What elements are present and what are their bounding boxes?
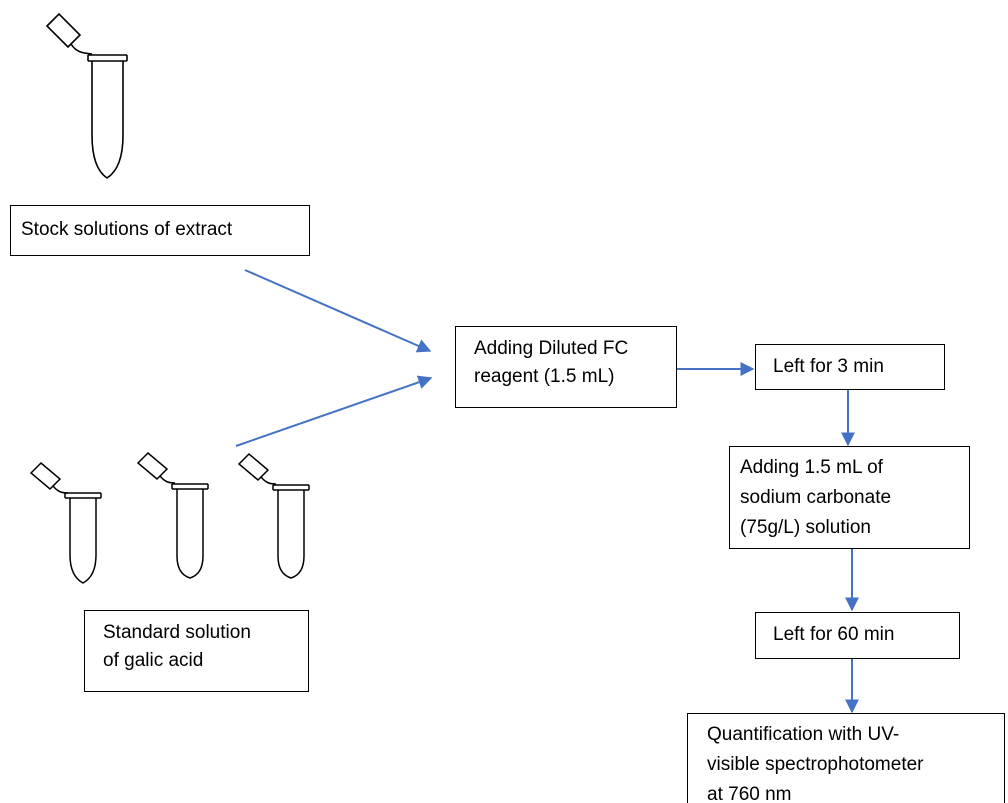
left-3-min-box: Left for 3 min (755, 344, 945, 390)
sodium-carbonate-label: Adding 1.5 mL of sodium carbonate (75g/L… (740, 457, 892, 538)
left-60-min-label: Left for 60 min (773, 624, 895, 645)
stock-solutions-label: Stock solutions of extract (21, 219, 233, 240)
left-60-min-box: Left for 60 min (755, 612, 960, 659)
quantification-label: Quantification with UV- visible spectrop… (707, 724, 924, 803)
quantification-box: Quantification with UV- visible spectrop… (687, 713, 1005, 803)
arrow-standard-to-fc (235, 375, 433, 447)
tube-icon (237, 452, 310, 579)
tube-icon (136, 451, 209, 579)
tube-icon (29, 461, 102, 584)
sodium-carbonate-box: Adding 1.5 mL of sodium carbonate (75g/L… (729, 446, 970, 549)
stock-solutions-box: Stock solutions of extract (10, 205, 310, 256)
fc-reagent-box: Adding Diluted FC reagent (1.5 mL) (455, 326, 677, 408)
arrow-stock-to-fc (244, 269, 432, 353)
standard-solution-box: Standard solution of galic acid (84, 610, 309, 692)
left-3-min-label: Left for 3 min (773, 356, 884, 377)
tube-icon (45, 12, 128, 179)
fc-reagent-label: Adding Diluted FC reagent (1.5 mL) (474, 338, 629, 387)
standard-solution-label: Standard solution of galic acid (103, 622, 251, 671)
